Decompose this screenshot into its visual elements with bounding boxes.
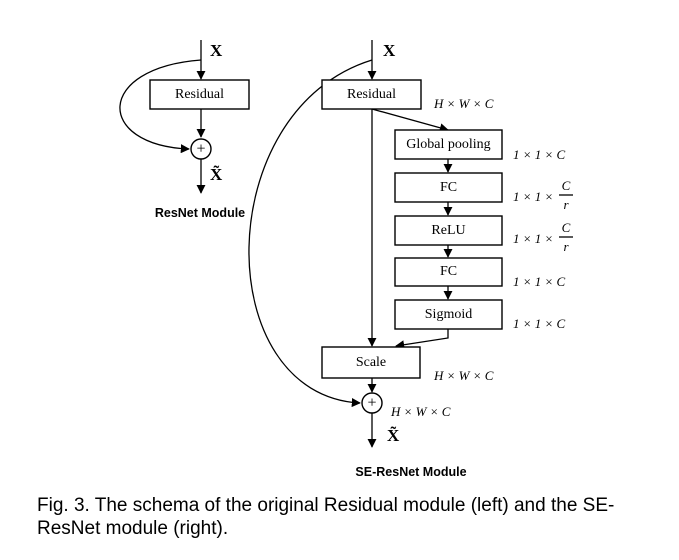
- resnet-residual-label: Residual: [175, 87, 224, 102]
- seresnet-fc1-dim-numerator: C: [562, 178, 571, 193]
- seresnet-add-symbol: +: [367, 395, 376, 412]
- diagram-canvas: X Residual + X̃ ResNet Module X Residual…: [119, 40, 573, 479]
- resnet-add-symbol: +: [196, 141, 205, 158]
- resnet-skip-connection: [119, 59, 202, 154]
- seresnet-relu-dim-numerator: C: [562, 220, 571, 235]
- seresnet-fc1-box: [394, 172, 503, 203]
- seresnet-fc1-label: FC: [440, 180, 457, 195]
- seresnet-branch-arrow: [371, 108, 449, 133]
- seresnet-sigmoid-label: Sigmoid: [425, 307, 472, 322]
- seresnet-skip-connection: [248, 59, 373, 408]
- seresnet-fc1-dim-prefix: 1 × 1 ×: [513, 189, 553, 204]
- seresnet-scale-label: Scale: [356, 355, 386, 370]
- seresnet-sigmoid-box: [394, 299, 503, 330]
- seresnet-fc2-label: FC: [440, 264, 457, 279]
- seresnet-fc1-dim-denominator: r: [563, 197, 569, 212]
- seresnet-residual-dim: H × W × C: [433, 96, 494, 111]
- seresnet-global-pooling-dim: 1 × 1 × C: [513, 147, 566, 162]
- seresnet-sigmoid-to-scale-arrow: [395, 329, 449, 350]
- seresnet-residual-label: Residual: [347, 87, 396, 102]
- seresnet-global-pooling-label: Global pooling: [406, 137, 490, 152]
- seresnet-scale-dim: H × W × C: [433, 368, 494, 383]
- resnet-module-label: ResNet Module: [155, 206, 245, 220]
- resnet-residual-box: [149, 79, 250, 110]
- seresnet-relu-dim-prefix: 1 × 1 ×: [513, 231, 553, 246]
- seresnet-add-dim: H × W × C: [390, 404, 451, 419]
- seresnet-module-label: SE-ResNet Module: [355, 465, 466, 479]
- seresnet-sigmoid-dim: 1 × 1 × C: [513, 316, 566, 331]
- resnet-input-label: X: [210, 41, 223, 60]
- seresnet-input-label: X: [383, 41, 396, 60]
- figure-caption: Fig. 3. The schema of the original Resid…: [37, 495, 615, 539]
- seresnet-fc2-dim: 1 × 1 × C: [513, 274, 566, 289]
- seresnet-relu-label: ReLU: [431, 223, 465, 238]
- seresnet-output-label: X̃: [387, 425, 400, 445]
- seresnet-module: X Residual H × W × C Global pooling 1 × …: [248, 40, 573, 479]
- seresnet-relu-box: [394, 215, 503, 246]
- resnet-output-label: X̃: [210, 164, 223, 184]
- resnet-module: X Residual + X̃ ResNet Module: [119, 40, 250, 220]
- seresnet-scale-box: [321, 346, 421, 379]
- seresnet-relu-dim-denominator: r: [563, 239, 569, 254]
